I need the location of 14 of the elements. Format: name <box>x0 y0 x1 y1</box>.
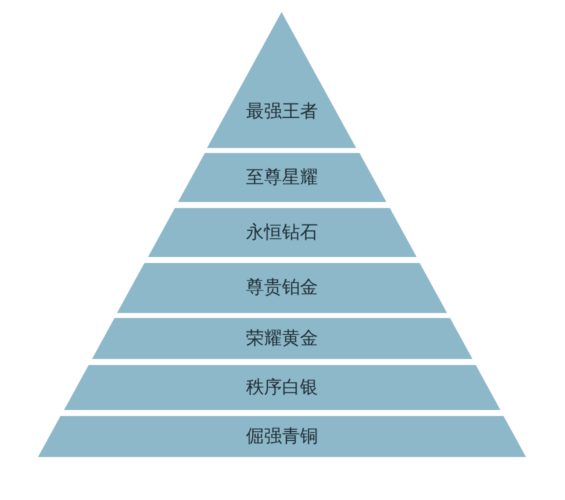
pyramid-tier <box>178 153 386 202</box>
tier-label: 荣耀黄金 <box>246 328 318 348</box>
tier-label: 倔强青铜 <box>246 426 318 446</box>
pyramid-tier <box>148 208 416 257</box>
pyramid-tier <box>38 416 526 457</box>
tier-label: 秩序白银 <box>246 378 318 398</box>
pyramid-tier <box>116 263 448 313</box>
tier-label: 最强王者 <box>246 102 318 122</box>
tier-label: 永恒钻石 <box>246 222 318 242</box>
tier-label: 至尊星耀 <box>246 168 318 188</box>
tier-label: 尊贵铂金 <box>246 278 318 298</box>
pyramid-apex <box>207 12 357 148</box>
pyramid-tier <box>64 365 500 410</box>
pyramid-tier <box>92 318 472 359</box>
